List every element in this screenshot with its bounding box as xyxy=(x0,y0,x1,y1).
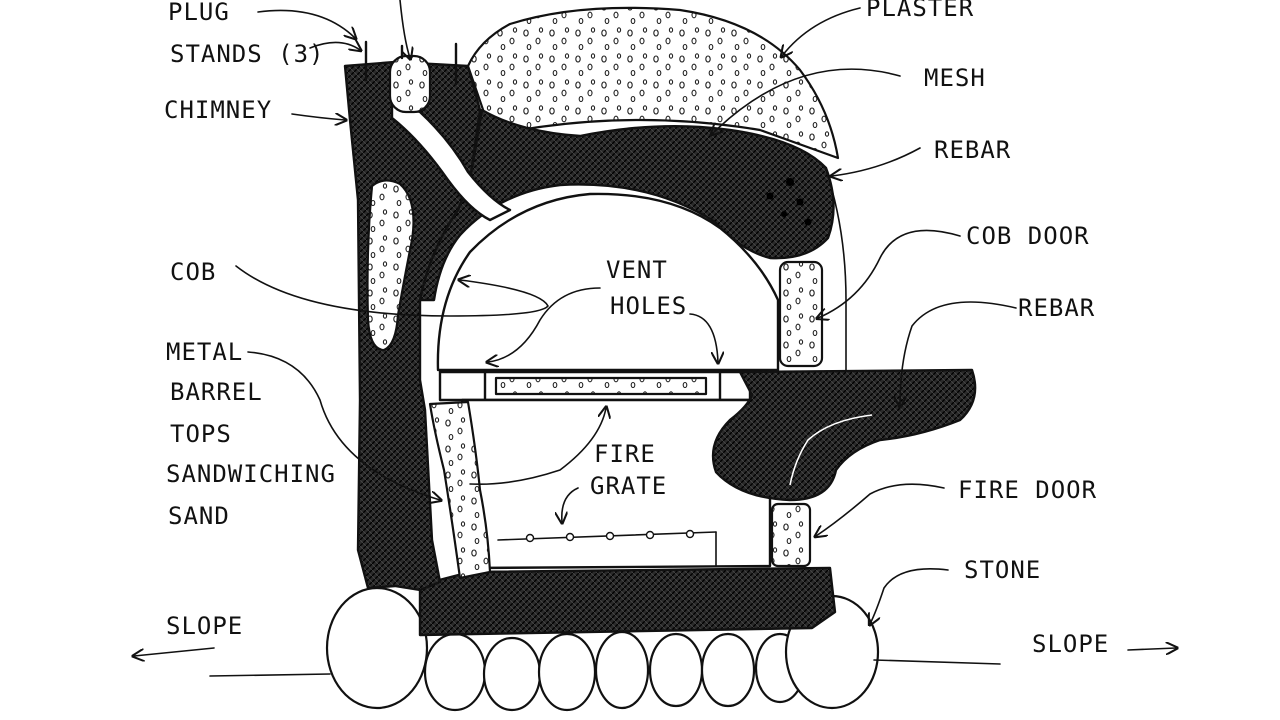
label-cob-door: COB DOOR xyxy=(966,222,1090,250)
label-mesh: MESH xyxy=(924,64,986,92)
leader-lines xyxy=(134,0,1176,656)
label-metal-1: METAL xyxy=(166,338,243,366)
right-dome-wall xyxy=(825,169,847,371)
cob-shelf xyxy=(711,368,977,502)
chimney-plug xyxy=(388,54,432,114)
label-stands: STANDS (3) xyxy=(170,40,325,68)
label-cob: COB xyxy=(170,258,216,286)
label-rebar-shelf: REBAR xyxy=(1018,294,1095,322)
label-vent-holes-2: HOLES xyxy=(610,292,687,320)
cob-base-slab xyxy=(418,566,837,637)
label-chimney: CHIMNEY xyxy=(164,96,272,124)
label-plug: PLUG xyxy=(168,0,230,26)
firebox-left-sand-wall xyxy=(428,400,492,580)
label-vent-holes-1: VENT xyxy=(606,256,668,284)
chimney-flue xyxy=(390,102,512,222)
label-slope-right: SLOPE xyxy=(1032,630,1109,658)
label-fire-door: FIRE DOOR xyxy=(958,476,1097,504)
cob-door-block xyxy=(778,260,824,368)
label-metal-4: SANDWICHING xyxy=(166,460,336,488)
shelf-rebar-line xyxy=(789,414,873,486)
label-metal-3: TOPS xyxy=(170,420,232,448)
oven-chamber xyxy=(436,192,780,372)
label-fire-grate-1: FIRE xyxy=(594,440,656,468)
label-plaster: PLASTER xyxy=(866,0,974,22)
ground-line-right xyxy=(873,659,1001,665)
label-fire-grate-2: GRATE xyxy=(590,472,667,500)
label-metal-2: BARREL xyxy=(170,378,263,406)
fire-door-block xyxy=(770,502,812,568)
dome-cob-layer xyxy=(418,108,835,302)
label-rebar-dome: REBAR xyxy=(934,136,1011,164)
ground-line-left xyxy=(209,673,331,677)
dome-rebar-dots xyxy=(766,178,812,226)
vent-hole-marks xyxy=(483,370,722,402)
label-slope-left: SLOPE xyxy=(166,612,243,640)
label-metal-5: SAND xyxy=(168,502,230,530)
fire-grate xyxy=(497,529,717,567)
left-wall-sand-column xyxy=(366,179,415,352)
label-stone: STONE xyxy=(964,556,1041,584)
sandwiching-sand-layer xyxy=(494,376,708,396)
